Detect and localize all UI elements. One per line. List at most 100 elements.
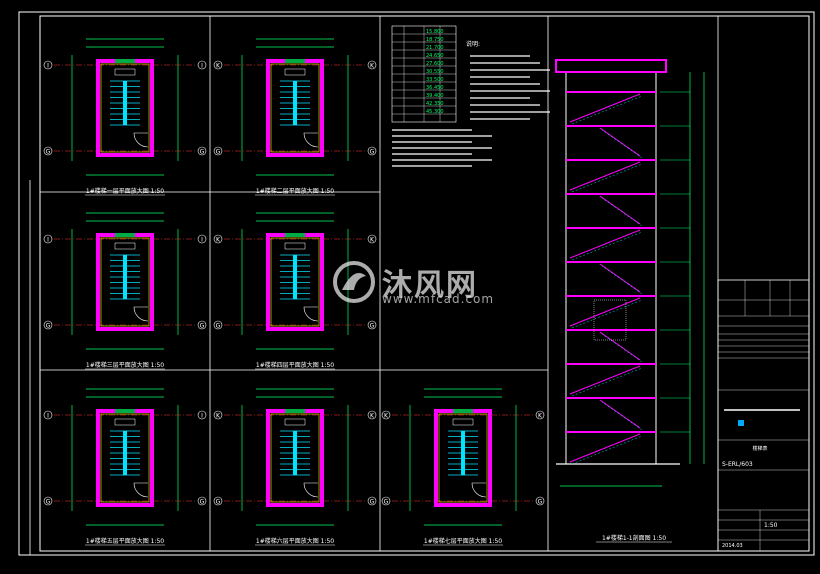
axis-bubble <box>213 410 223 420</box>
axis-bubble <box>381 496 391 506</box>
table-cell: 42.350 <box>426 101 444 107</box>
axis-label: I <box>201 413 203 420</box>
stair-steps <box>601 265 643 295</box>
axis-label: I <box>47 413 49 420</box>
drawing-number: S-ERL/603 <box>722 461 753 468</box>
table-cell: 39.400 <box>426 93 444 99</box>
axis-bubble <box>197 320 207 330</box>
stair-steps <box>571 435 643 465</box>
stair-flight <box>569 161 641 191</box>
window <box>285 59 305 63</box>
sheet-name: 楼梯表 <box>752 445 767 452</box>
title-block: S-ERL/603 1:50 2014.03 楼梯表 <box>717 279 810 552</box>
axis-bubble <box>367 320 377 330</box>
door-swing <box>133 482 149 498</box>
stair-flight <box>599 195 641 225</box>
door-swing <box>471 482 487 498</box>
stair-steps <box>571 299 643 329</box>
inner-wall-line <box>270 237 320 327</box>
hatched-area <box>593 299 627 341</box>
axis-label: G <box>46 323 51 330</box>
section-title: 1#楼梯1-1剖面图 1:50 <box>602 534 666 542</box>
drawing-date: 2014.03 <box>722 543 743 549</box>
table-cell: 36.450 <box>426 85 444 91</box>
inner-wall-line <box>438 413 488 503</box>
plan-title: 1#楼梯七层平面放大图 1:50 <box>424 537 502 545</box>
table-cell: 27.600 <box>426 61 444 67</box>
stair-section-drawing: 1#楼梯1-1剖面图 1:50 <box>555 59 705 543</box>
stair-flight <box>569 93 641 123</box>
axis-label: K <box>370 237 375 244</box>
stair-steps <box>571 231 643 261</box>
drawing-scale: 1:50 <box>764 522 778 529</box>
axis-label: G <box>200 323 205 330</box>
axis-bubble <box>197 146 207 156</box>
axis-bubble <box>367 60 377 70</box>
stair-steps <box>571 95 643 125</box>
stair-flight <box>569 365 641 395</box>
axis-bubble <box>381 410 391 420</box>
stair-flight <box>599 263 641 293</box>
roof-slab <box>555 59 667 73</box>
axis-label: I <box>201 237 203 244</box>
door-swing <box>303 306 319 322</box>
axis-bubble <box>43 320 53 330</box>
axis-bubble <box>367 496 377 506</box>
axis-label: K <box>216 237 221 244</box>
inner-wall-line <box>270 413 320 503</box>
axis-label: I <box>47 237 49 244</box>
window <box>285 233 305 237</box>
axis-label: I <box>201 63 203 70</box>
level-box <box>114 68 136 76</box>
axis-label: G <box>384 499 389 506</box>
axis-label: G <box>216 149 221 156</box>
axis-label: G <box>46 499 51 506</box>
level-box <box>284 418 306 426</box>
axis-bubble <box>213 496 223 506</box>
stair-flight <box>599 331 641 361</box>
door-swing <box>303 482 319 498</box>
stair-handrail <box>123 255 127 299</box>
stair-steps <box>601 401 643 431</box>
watermark-text: 沐风网 <box>382 268 478 303</box>
level-box <box>284 68 306 76</box>
axis-bubble <box>43 146 53 156</box>
axis-bubble <box>213 146 223 156</box>
stair-handrail <box>293 255 297 299</box>
axis-bubble <box>43 496 53 506</box>
window <box>285 409 305 413</box>
stair-steps <box>601 129 643 159</box>
stair-handrail <box>123 81 127 125</box>
axis-label: K <box>384 413 389 420</box>
table-cell: 15.800 <box>426 29 444 35</box>
axis-bubble <box>197 496 207 506</box>
door-swing <box>133 306 149 322</box>
stair-handrail <box>123 431 127 475</box>
level-box <box>452 418 474 426</box>
window <box>115 409 135 413</box>
axis-bubble <box>197 234 207 244</box>
table-cell: 30.550 <box>426 69 444 75</box>
section-outline <box>565 71 657 465</box>
axis-bubble <box>43 410 53 420</box>
notes-and-table: 15.80018.75021.70024.65027.60030.55033.5… <box>391 25 550 167</box>
axis-label: G <box>46 149 51 156</box>
axis-bubble <box>535 496 545 506</box>
stair-flight <box>569 433 641 463</box>
door-swing <box>133 132 149 148</box>
stair-steps <box>571 367 643 397</box>
level-box <box>114 418 136 426</box>
axis-bubble <box>213 320 223 330</box>
watermark-url: www.mfcad.com <box>382 292 495 306</box>
stair-handrail <box>293 431 297 475</box>
table-cell: 33.500 <box>426 77 444 83</box>
plan-title: 1#楼梯五层平面放大图 1:50 <box>86 537 164 545</box>
